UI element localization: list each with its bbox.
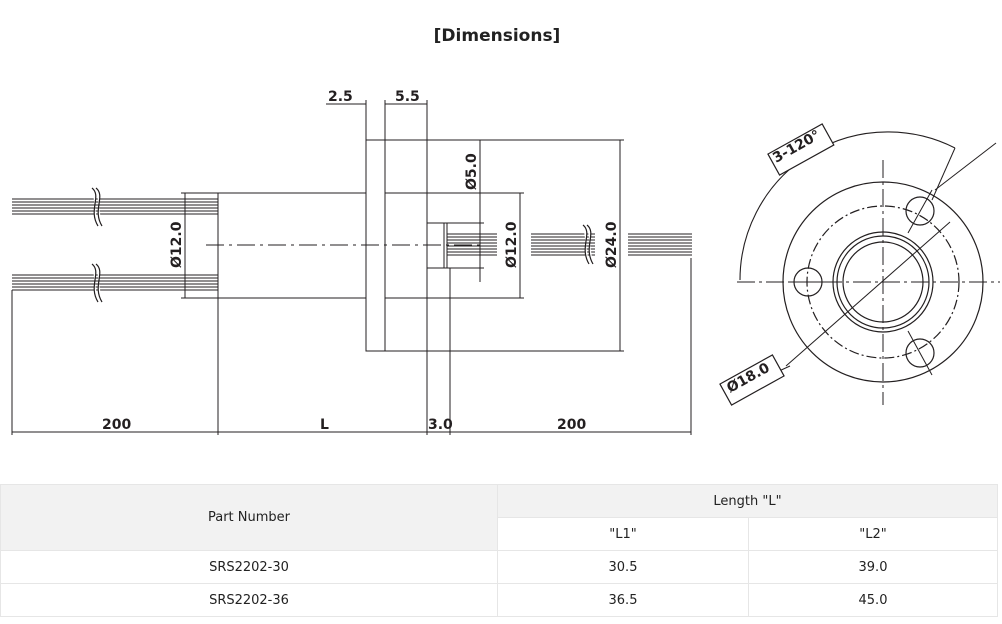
part-number-cell: SRS2202-30 xyxy=(0,550,498,584)
dim-shaft-length: 3.0 xyxy=(428,417,453,433)
header-l1: "L1" xyxy=(497,517,749,551)
break-mark-left-upper xyxy=(91,187,103,227)
break-mark-right xyxy=(582,224,594,265)
dim-body-diameter-left: Ø12.0 xyxy=(169,221,185,268)
dim-shaft-diameter: Ø5.0 xyxy=(464,153,480,190)
lead-wires-left-upper xyxy=(12,198,218,215)
side-view xyxy=(11,100,692,435)
side-view-labels: 2.5 5.5 Ø5.0 Ø12.0 Ø12.0 Ø24.0 200 L 3.0… xyxy=(102,89,620,433)
output-wires-mid xyxy=(531,233,595,256)
mount-hole xyxy=(905,338,935,368)
dim-body-diameter-right: Ø12.0 xyxy=(504,221,520,268)
dim-lead-right: 200 xyxy=(557,417,586,433)
mount-hole xyxy=(905,196,935,226)
part-number-cell: SRS2202-36 xyxy=(0,583,498,617)
l1-cell: 30.5 xyxy=(497,550,749,584)
table-header-row: Part Number Length "L" xyxy=(0,484,998,551)
dim-front-length: 5.5 xyxy=(395,89,420,105)
lead-wires-left-lower xyxy=(12,274,218,291)
dimensions-table: Part Number Length "L" "L1" "L2" SRS2202… xyxy=(0,484,998,617)
break-mark-left-lower xyxy=(91,263,103,303)
dim-lead-left: 200 xyxy=(102,417,131,433)
section-title: [Dimensions] xyxy=(433,26,561,46)
dim-flange-thickness: 2.5 xyxy=(328,89,353,105)
dim-body-length: L xyxy=(320,417,329,433)
header-length: Length "L" xyxy=(497,484,998,518)
l1-cell: 36.5 xyxy=(497,583,749,617)
l2-cell: 39.0 xyxy=(748,550,998,584)
front-view xyxy=(719,123,1000,406)
table-row: SRS2202-30 30.5 39.0 xyxy=(0,550,998,584)
output-wires-far xyxy=(628,233,692,256)
table-subheader-row: "L1" "L2" xyxy=(1,517,998,551)
l2-cell: 45.0 xyxy=(748,583,998,617)
header-l2: "L2" xyxy=(748,517,998,551)
dim-flange-diameter: Ø24.0 xyxy=(604,221,620,268)
header-part-number: Part Number xyxy=(0,484,498,551)
dimension-drawing: 2.5 5.5 Ø5.0 Ø12.0 Ø12.0 Ø24.0 200 L 3.0… xyxy=(11,89,1000,435)
output-wires-near xyxy=(447,233,497,256)
table-row: SRS2202-36 36.5 45.0 xyxy=(0,583,998,617)
